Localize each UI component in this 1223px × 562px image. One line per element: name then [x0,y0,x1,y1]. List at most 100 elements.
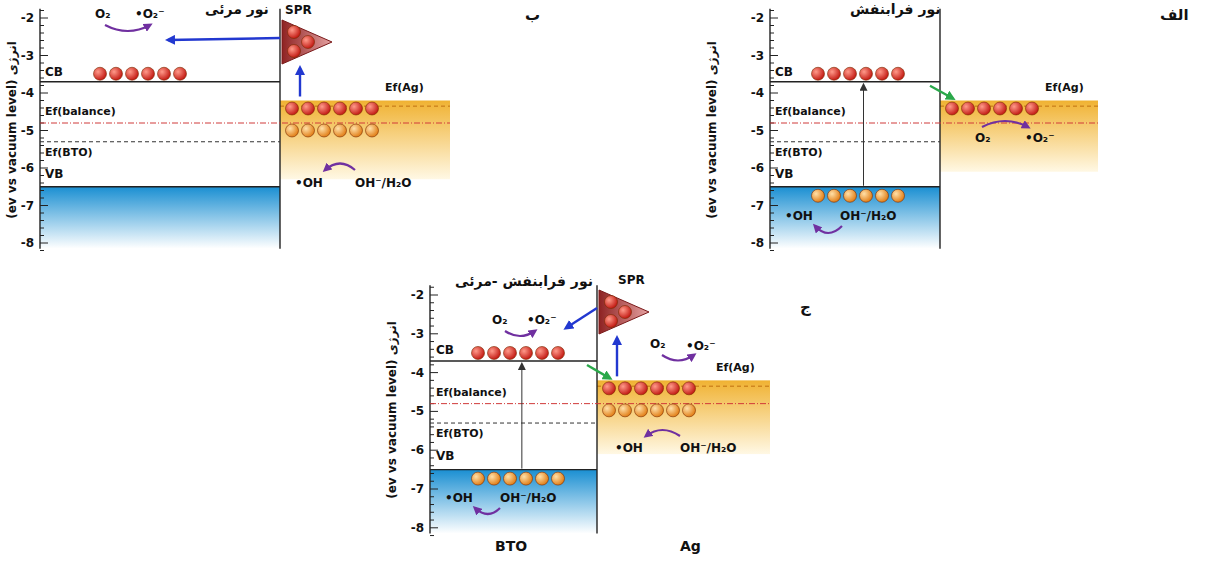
interface-line [939,9,940,249]
axis-tick [430,349,434,350]
spr-transfer-arrow [168,38,280,40]
tick-value: -7 [6,198,34,214]
axis-tick [40,55,48,56]
electron [844,67,857,80]
hole [472,472,485,485]
axis-tick [770,40,774,41]
band-label: O₂ [975,130,990,146]
spr-triangle [599,290,649,334]
electron [504,346,517,359]
electron [651,404,664,417]
tick-value: -4 [6,85,34,101]
axis-tick [430,341,434,342]
axis-tick [430,434,434,435]
axis-tick [40,63,44,64]
hole [828,189,841,202]
tick-value: -6 [6,160,34,176]
spr-triangle [282,20,332,64]
axis-tick [40,85,44,86]
axis-tick [770,198,774,199]
band-label: VB [436,448,454,464]
electron [488,346,501,359]
band-label: OH⁻/H₂O [840,208,896,224]
axis-tick [430,527,438,528]
axis-tick [40,48,44,49]
light-caption: نور مرئی [205,0,269,18]
spr-excitation-arrow [616,338,618,376]
axis-tick [40,25,44,26]
axis-tick [770,235,774,236]
electron [619,382,632,395]
electron [536,346,549,359]
electron [334,124,347,137]
band-label: OH⁻/H₂O [355,175,411,191]
axis-tick [430,419,434,420]
electron [350,124,363,137]
electron [110,67,123,80]
axis-tick [40,160,44,161]
axis-tick [430,473,434,474]
fermi-label: Ef(balance) [436,385,507,401]
tick-value: -2 [396,287,424,303]
transfer-arrow [930,86,953,99]
axis-tick [430,380,434,381]
axis-tick [770,115,774,116]
electron [603,404,616,417]
axis-tick [770,48,774,49]
electron [619,306,632,319]
electron [288,26,301,39]
band-label: CB [45,64,63,80]
tick-value: -5 [6,123,34,139]
band-label: O₂ [492,312,507,328]
band-label: •OH [785,208,813,224]
electron [302,102,315,115]
axis-tick [770,70,774,71]
axis-tick [430,457,434,458]
fermi-label: Ef(Ag) [385,80,424,96]
hole [892,189,905,202]
tick-value: -2 [736,10,764,26]
band-label: O₂ [95,6,110,22]
axis-tick [430,318,434,319]
fermi-label: Ef(balance) [45,104,116,120]
band-label: •OH [445,490,473,506]
axis-tick [40,220,44,221]
electron [302,36,315,49]
tick-value: -6 [396,442,424,458]
tick-value: -3 [736,48,764,64]
electron [552,346,565,359]
electron [318,124,331,137]
tick-value: -5 [396,403,424,419]
axis-tick [40,175,44,176]
electron [366,102,379,115]
tick-value: -3 [396,326,424,342]
tick-value: -2 [6,10,34,26]
axis-tick [770,55,778,56]
band-label: O₂ [650,336,665,352]
bto-fermi-line [770,141,940,142]
tick-value: -7 [736,198,764,214]
electron [603,382,616,395]
valence-band [40,187,280,249]
tick-value: -4 [736,85,764,101]
axis-tick [770,10,774,11]
interface-line [596,285,597,533]
hole [488,472,501,485]
axis-title: انرژی (ev vs vacuum level) [704,41,720,219]
reaction-arrow [505,331,535,336]
axis-tick [40,235,44,236]
electron [605,315,618,328]
axis-tick [770,25,774,26]
electron [126,67,139,80]
bto-fermi-line [40,141,280,142]
silver-band [280,101,450,180]
axis-tick [770,100,774,101]
electron [876,67,889,80]
axis-tick [40,153,44,154]
axis-tick [40,93,48,94]
fermi-label: Ef(BTO) [45,145,93,161]
panel-letter: ب [525,6,540,24]
band-label: VB [775,166,793,182]
electron [812,67,825,80]
reaction-arrow [325,164,355,171]
